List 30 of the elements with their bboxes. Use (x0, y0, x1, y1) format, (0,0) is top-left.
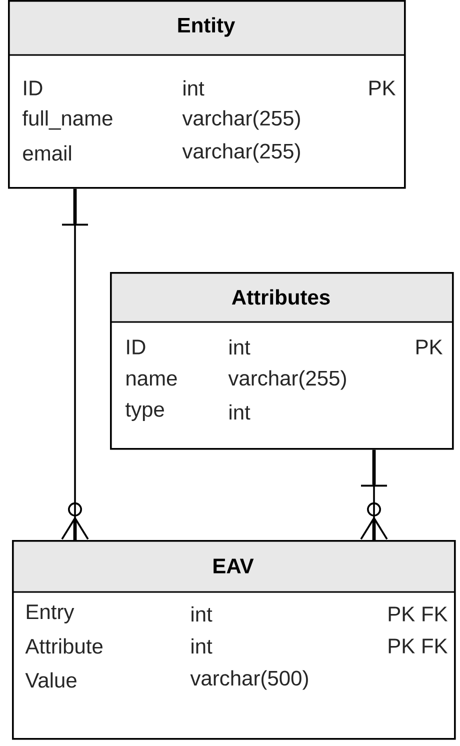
data-type: int (184, 80, 204, 96)
column-name: Value (25, 672, 76, 688)
table-header: Entity (178, 17, 236, 37)
table-box (110, 272, 454, 450)
data-type: varchar(255) (182, 110, 300, 130)
relationship-line (61, 188, 89, 540)
column-name: email (23, 145, 71, 161)
data-type: int (230, 339, 250, 355)
column-name: full_name (22, 110, 112, 130)
key-label: PK FK (388, 606, 448, 622)
column-name: type (126, 403, 164, 421)
data-type: varchar(255) (228, 370, 346, 390)
table-box (8, 0, 406, 189)
column-name: ID (127, 340, 146, 354)
data-type: varchar(255) (182, 143, 300, 163)
table-box (12, 540, 456, 740)
data-type: int (192, 606, 212, 622)
column-name: Attribute (25, 638, 102, 654)
key-label: PK (416, 340, 443, 354)
data-type: int (192, 638, 212, 654)
column-name: ID (24, 80, 42, 96)
key-label: PK (370, 80, 396, 96)
data-type: int (230, 404, 250, 420)
key-label: PK FK (388, 638, 448, 654)
data-type: varchar(500) (190, 670, 308, 690)
relationship-line (360, 450, 388, 540)
table-header: EAV (214, 558, 254, 574)
table-header: Attributes (232, 289, 330, 305)
column-name: Entry (26, 604, 74, 624)
column-name: name (126, 374, 177, 386)
